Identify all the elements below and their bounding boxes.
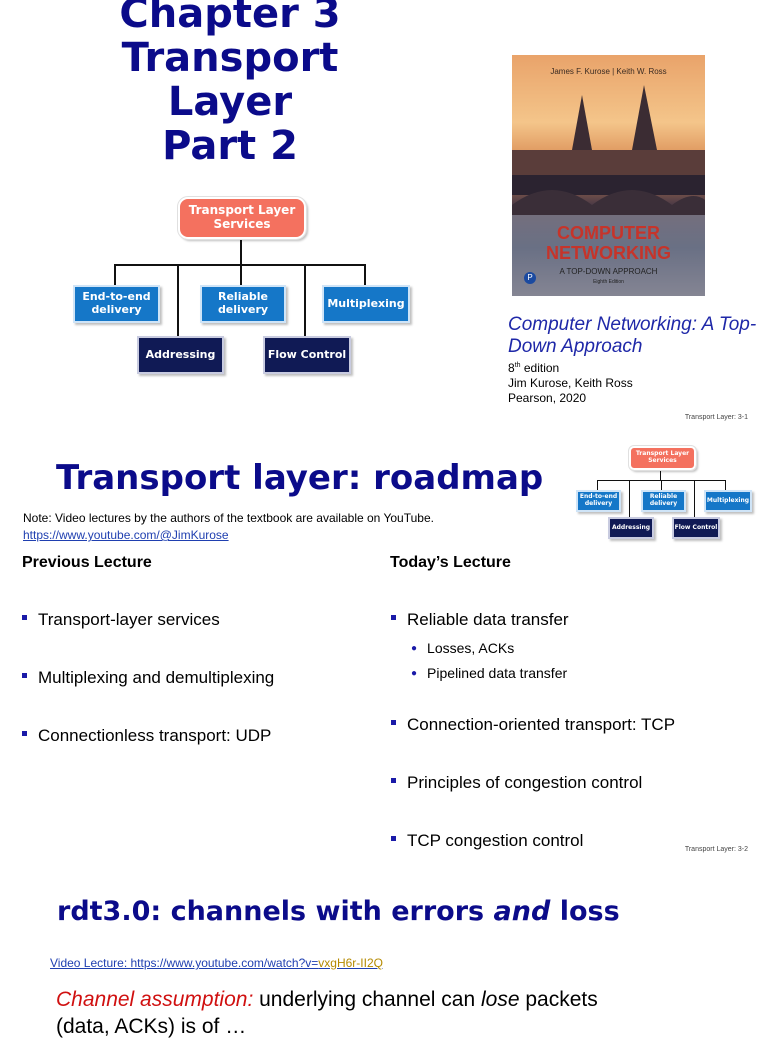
list-item: Connection-oriented transport: TCP — [391, 715, 675, 735]
diagram-node-flow-control: Flow Control — [263, 336, 351, 374]
list-item: Transport-layer services — [22, 610, 220, 630]
bullet-icon — [391, 778, 396, 783]
bullet-icon — [391, 836, 396, 841]
book-cover-bridge-illustration — [512, 85, 705, 296]
bullet-icon: ● — [411, 668, 418, 679]
channel-assumption: Channel assumption: underlying channel c… — [56, 988, 598, 1011]
book-edition: 8th edition — [508, 361, 560, 375]
list-item: Connectionless transport: UDP — [22, 726, 271, 746]
mini-node-multiplexing: Multiplexing — [704, 490, 752, 512]
bullet-icon — [22, 673, 27, 678]
book-cover-title: COMPUTER NETWORKING — [546, 223, 671, 263]
bullet-icon — [391, 615, 396, 620]
list-item: Reliable data transfer — [391, 610, 569, 630]
pearson-logo-icon: P — [524, 272, 536, 284]
book-cover-image: James F. Kurose | Keith W. Ross COMPUTER… — [512, 55, 705, 296]
bullet-icon — [391, 720, 396, 725]
chapter-title: Chapter 3 Transport Layer Part 2 — [119, 0, 341, 169]
sub-list-item: ●Pipelined data transfer — [411, 665, 568, 681]
page-reference: Transport Layer: 3-1 — [684, 414, 748, 421]
slide-title: Transport layer: roadmap — [56, 458, 544, 498]
video-note: Note: Video lectures by the authors of t… — [23, 511, 434, 542]
todays-lecture-heading: Today’s Lecture — [390, 554, 511, 571]
diagram-node-transport-layer-services: Transport Layer Services — [177, 196, 307, 240]
slide-3: rdt3.0: channels with errors and loss Vi… — [0, 862, 768, 1038]
book-caption: Computer Networking: A Top-Down Approach… — [508, 314, 758, 406]
bullet-icon — [22, 615, 27, 620]
transport-services-diagram: Transport Layer Services End-to-end deli… — [0, 0, 500, 430]
mini-node-reliable-delivery: Reliable delivery — [641, 490, 686, 512]
mini-node-addressing: Addressing — [608, 517, 654, 539]
book-title: Computer Networking: A Top-Down Approach — [508, 314, 757, 357]
bullet-icon — [22, 731, 27, 736]
video-lecture-link[interactable]: Video Lecture: https://www.youtube.com/w… — [50, 956, 383, 970]
sub-list-item: ●Losses, ACKs — [411, 640, 515, 656]
slide-1: Chapter 3 Transport Layer Part 2 Transpo… — [0, 0, 768, 430]
list-item: TCP congestion control — [391, 831, 583, 851]
diagram-node-multiplexing: Multiplexing — [322, 285, 410, 323]
diagram-node-end-to-end-delivery: End-to-end delivery — [73, 285, 160, 323]
slide-2: Transport layer: roadmap Transport Layer… — [0, 430, 768, 862]
list-item: Principles of congestion control — [391, 773, 642, 793]
book-authors: Jim Kurose, Keith Ross — [508, 376, 633, 390]
slide-title: rdt3.0: channels with errors and loss — [57, 896, 620, 927]
list-item: Multiplexing and demultiplexing — [22, 668, 274, 688]
channel-assumption-line-2: (data, ACKs) is of … — [56, 1015, 247, 1038]
diagram-node-addressing: Addressing — [137, 336, 224, 374]
mini-services-diagram: Transport Layer Services End-to-end deli… — [0, 430, 768, 550]
mini-node-transport-layer-services: Transport Layer Services — [628, 445, 697, 471]
previous-lecture-heading: Previous Lecture — [22, 554, 152, 571]
book-publisher: Pearson, 2020 — [508, 391, 587, 405]
mini-node-end-to-end-delivery: End-to-end delivery — [576, 490, 621, 512]
youtube-channel-link[interactable]: https://www.youtube.com/@JimKurose — [23, 528, 229, 542]
page-reference: Transport Layer: 3-2 — [684, 846, 748, 853]
diagram-node-reliable-delivery: Reliable delivery — [200, 285, 286, 323]
bullet-icon: ● — [411, 643, 418, 654]
mini-node-flow-control: Flow Control — [672, 517, 720, 539]
